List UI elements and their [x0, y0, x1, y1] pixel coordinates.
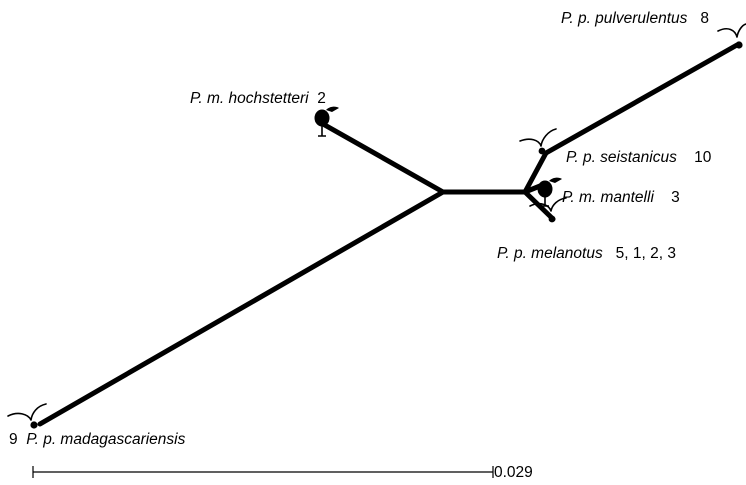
branch-hochstetteri — [320, 121, 446, 195]
taxon-name: P. p. seistanicus — [566, 149, 677, 166]
taxon-label-melanotus: P. p. melanotus 5, 1, 2, 3 — [497, 246, 676, 262]
branch-seistanicus — [522, 150, 549, 195]
taxon-name: P. p. madagascariensis — [26, 431, 186, 448]
bird-icon-mantelli — [537, 177, 562, 207]
taxon-name: P. p. pulverulentus — [561, 10, 688, 27]
sample-count: 9 — [9, 431, 18, 448]
sample-count: 8 — [700, 10, 709, 27]
branch-pulverulentus — [543, 42, 740, 156]
taxon-name: P. m. mantelli — [562, 189, 654, 206]
taxon-label-mantelli: P. m. mantelli 3 — [562, 190, 680, 206]
taxon-label-pulverulentus: P. p. pulverulentus 8 — [561, 11, 709, 27]
sample-count: 10 — [694, 149, 712, 166]
tip-marker-pulverulentus — [717, 23, 746, 49]
taxon-label-madagascariensis: 9 P. p. madagascariensis — [9, 432, 185, 448]
bird-icon-hochstetteri — [314, 106, 339, 137]
taxon-name: P. m. hochstetteri — [190, 90, 309, 107]
sample-count: 5, 1, 2, 3 — [615, 245, 676, 262]
taxon-label-hochstetteri: P. m. hochstetteri 2 — [190, 91, 326, 107]
tip-marker-melanotus — [529, 197, 567, 223]
taxon-label-seistanicus: P. p. seistanicus 10 — [566, 150, 711, 166]
branch-melanotus — [522, 189, 556, 222]
tip-marker-madagascariensis — [7, 403, 47, 429]
sample-count: 3 — [671, 189, 680, 206]
scale-bar — [32, 466, 494, 478]
branch-madagascariensis — [37, 189, 446, 427]
sample-count: 2 — [317, 90, 326, 107]
scale-bar-label: 0.029 — [494, 464, 533, 481]
taxon-name: P. p. melanotus — [497, 245, 603, 262]
tip-marker-seistanicus — [519, 128, 557, 155]
